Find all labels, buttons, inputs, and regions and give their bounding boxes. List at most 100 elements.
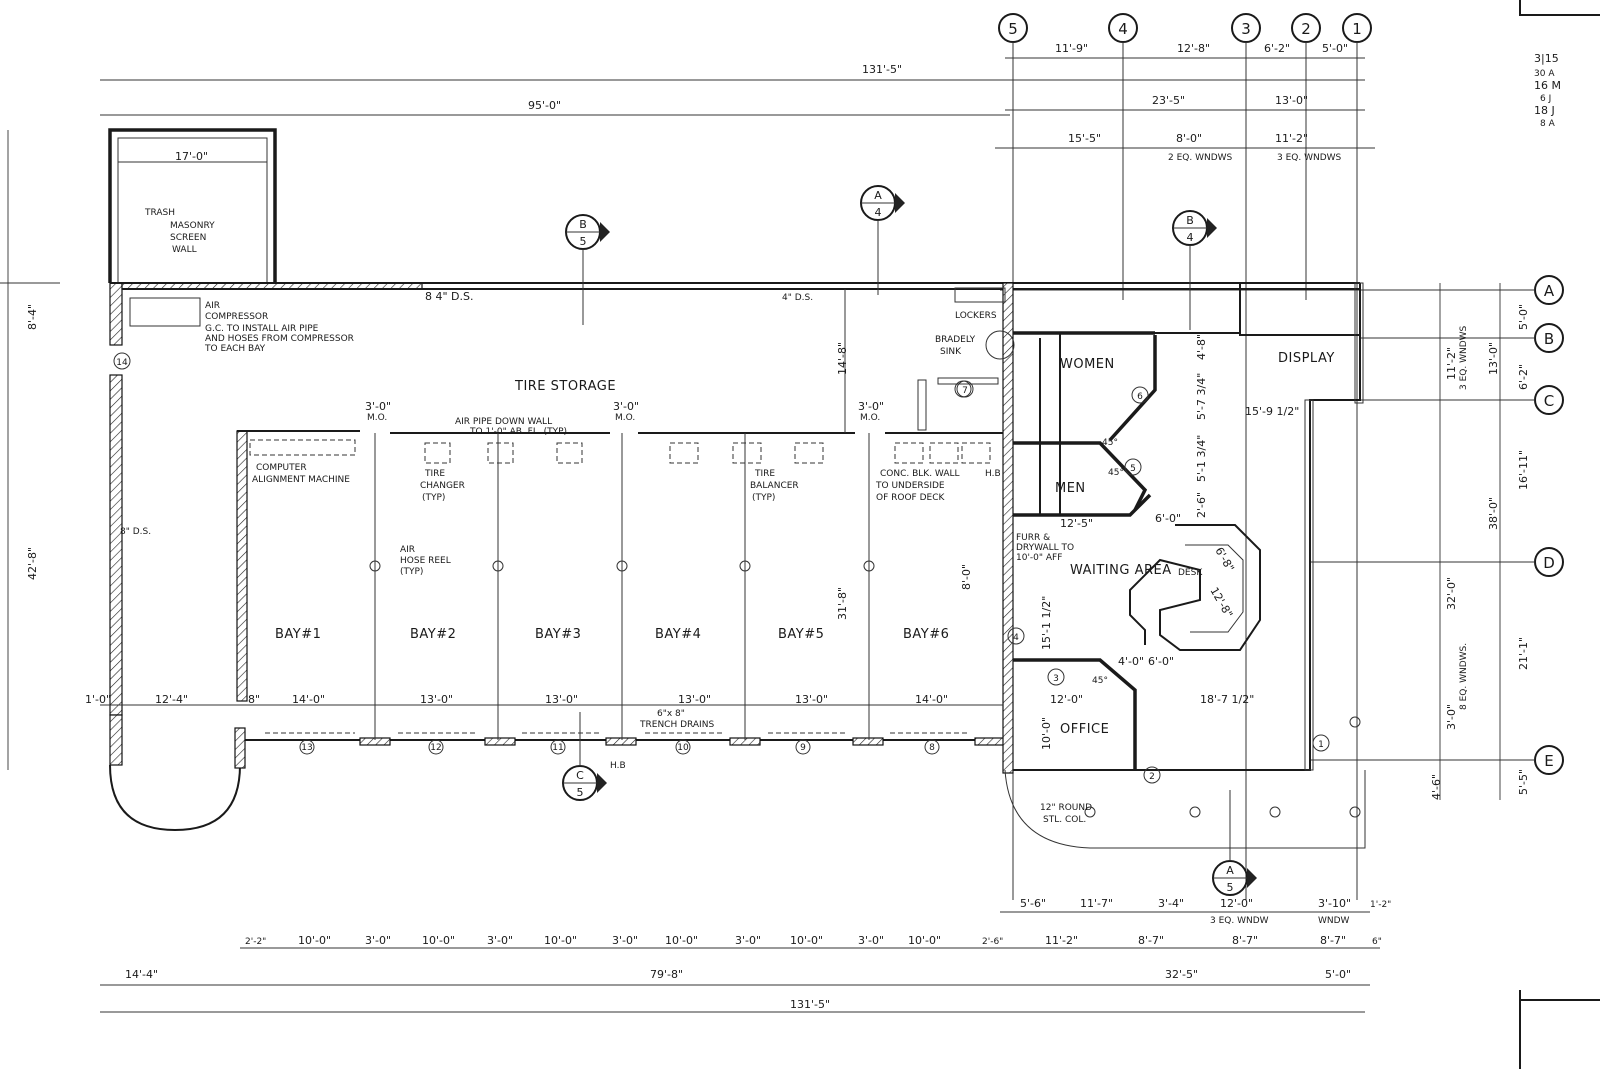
svg-text:4'-6": 4'-6" (1430, 774, 1443, 800)
svg-text:13'-0": 13'-0" (1487, 342, 1500, 375)
svg-text:MASONRY: MASONRY (170, 221, 215, 231)
svg-text:11'-2": 11'-2" (1445, 347, 1458, 380)
annotations: TIRE STORAGE AIR COMPRESSOR G.C. TO INST… (120, 290, 1469, 926)
section-marker-a4: A4 (860, 185, 905, 295)
svg-text:10: 10 (677, 743, 689, 753)
svg-text:4" D.S.: 4" D.S. (782, 293, 813, 303)
svg-text:8'-0": 8'-0" (1176, 132, 1202, 145)
svg-text:5: 5 (580, 235, 587, 248)
svg-text:A: A (874, 189, 882, 202)
svg-text:10'-0": 10'-0" (298, 934, 331, 947)
svg-text:3'-0": 3'-0" (365, 934, 391, 947)
svg-text:TIRE: TIRE (754, 469, 775, 479)
svg-text:13'-0": 13'-0" (545, 693, 578, 706)
svg-text:10'-0": 10'-0" (1040, 717, 1053, 750)
svg-text:14'-4": 14'-4" (125, 968, 158, 981)
svg-text:8'-0": 8'-0" (960, 564, 973, 590)
svg-text:11'-2": 11'-2" (1275, 132, 1308, 145)
svg-text:11: 11 (552, 743, 563, 753)
svg-text:38'-0": 38'-0" (1487, 497, 1500, 530)
svg-text:3 EQ. WNDWS: 3 EQ. WNDWS (1277, 153, 1342, 163)
svg-text:12'-0": 12'-0" (1220, 897, 1253, 910)
svg-text:4'-0": 4'-0" (1118, 655, 1144, 668)
svg-text:45°: 45° (1092, 676, 1108, 686)
dimension-lines: 131'-5" 95'-0" 11'-9" 12'-8" 6'-2" 5'-0"… (0, 42, 1380, 1013)
svg-text:D: D (1543, 554, 1555, 572)
door-tag: 7 (956, 380, 974, 398)
svg-text:11'-9": 11'-9" (1055, 42, 1088, 55)
svg-text:TO 1'-0" AB. FL. (TYP): TO 1'-0" AB. FL. (TYP) (469, 427, 567, 437)
title-note: 16 M (1534, 79, 1561, 92)
door-tag: 3 (1047, 668, 1065, 686)
door-tag: 6 (1131, 386, 1149, 404)
svg-text:C: C (1544, 392, 1554, 410)
svg-text:BALANCER: BALANCER (750, 481, 799, 491)
svg-text:12'-4": 12'-4" (155, 693, 188, 706)
svg-text:WALL: WALL (172, 245, 197, 255)
svg-text:TO EACH BAY: TO EACH BAY (204, 344, 266, 354)
svg-text:3'-0": 3'-0" (613, 400, 639, 413)
svg-text:SCREEN: SCREEN (170, 233, 206, 243)
svg-text:11'-2": 11'-2" (1045, 934, 1078, 947)
svg-text:8" D.S.: 8" D.S. (120, 527, 151, 537)
svg-text:79'-8": 79'-8" (650, 968, 683, 981)
svg-text:H.B: H.B (985, 469, 1001, 479)
svg-text:BRADELY: BRADELY (935, 335, 976, 345)
svg-text:2 EQ. WNDWS: 2 EQ. WNDWS (1168, 153, 1233, 163)
door-tag: 9 (795, 739, 811, 755)
dim-overall-bottom: 131'-5" (790, 998, 830, 1011)
svg-text:SINK: SINK (940, 347, 962, 357)
svg-text:45°: 45° (1108, 468, 1124, 478)
door-tag: 5 (1124, 458, 1142, 476)
svg-text:8'-7": 8'-7" (1320, 934, 1346, 947)
title-note: 18 J (1534, 104, 1555, 117)
room-display: DISPLAY (1278, 351, 1335, 366)
title-note: 30 A (1534, 69, 1555, 79)
svg-text:TRENCH DRAINS: TRENCH DRAINS (639, 720, 714, 730)
title-block: 3|15 30 A 16 M 6 J 18 J 8 A (1519, 0, 1600, 1069)
svg-text:2'-6": 2'-6" (982, 937, 1003, 947)
door-tags: 14 13 12 11 10 9 8 7 6 5 4 3 2 1 (113, 352, 1330, 784)
svg-text:TRASH: TRASH (144, 208, 175, 218)
svg-text:10'-0": 10'-0" (908, 934, 941, 947)
svg-text:M.O.: M.O. (615, 413, 635, 423)
bay-label: BAY#2 (410, 627, 456, 642)
svg-text:6"x 8": 6"x 8" (657, 709, 685, 719)
svg-text:1'-2": 1'-2" (1370, 900, 1391, 910)
section-marker-a5: A5 (1212, 790, 1257, 896)
door-tag: 14 (113, 352, 131, 370)
room-lockers: LOCKERS (955, 311, 997, 321)
svg-text:A: A (1226, 864, 1234, 877)
svg-text:5: 5 (1130, 464, 1136, 474)
svg-text:10'-0": 10'-0" (665, 934, 698, 947)
svg-text:B: B (1186, 214, 1194, 227)
svg-text:8'-4": 8'-4" (26, 304, 39, 330)
svg-text:1: 1 (1318, 740, 1324, 750)
svg-text:3 EQ. WNDW: 3 EQ. WNDW (1210, 916, 1269, 926)
svg-text:12'-8": 12'-8" (1177, 42, 1210, 55)
svg-text:10'-0" AFF: 10'-0" AFF (1016, 553, 1062, 563)
svg-text:14'-0": 14'-0" (292, 693, 325, 706)
svg-text:5'-5": 5'-5" (1517, 769, 1530, 795)
svg-text:2: 2 (1301, 20, 1311, 38)
door-tag: 12 (428, 739, 444, 755)
svg-text:AIR: AIR (400, 545, 415, 555)
svg-text:3 EQ. WNDWS: 3 EQ. WNDWS (1459, 325, 1469, 390)
grid-bubble-3: 3 (1231, 13, 1261, 900)
svg-text:ALIGNMENT MACHINE: ALIGNMENT MACHINE (252, 475, 350, 485)
svg-text:11'-7": 11'-7" (1080, 897, 1113, 910)
svg-text:15'-5": 15'-5" (1068, 132, 1101, 145)
door-tag: 8 (924, 739, 940, 755)
grid-bubble-4: 4 (1108, 13, 1138, 300)
door-tag: 1 (1312, 734, 1330, 752)
door-tag: 13 (299, 739, 315, 755)
svg-text:7: 7 (962, 386, 968, 396)
trash-enclosure: 17'-0" TRASH MASONRY SCREEN WALL (108, 128, 277, 283)
svg-text:2'-6": 2'-6" (1195, 492, 1208, 518)
svg-text:8'-7": 8'-7" (1232, 934, 1258, 947)
svg-text:3'-0": 3'-0" (858, 934, 884, 947)
svg-text:13'-0": 13'-0" (795, 693, 828, 706)
grid-bubble-2: 2 (1291, 13, 1321, 300)
svg-text:10'-0": 10'-0" (544, 934, 577, 947)
